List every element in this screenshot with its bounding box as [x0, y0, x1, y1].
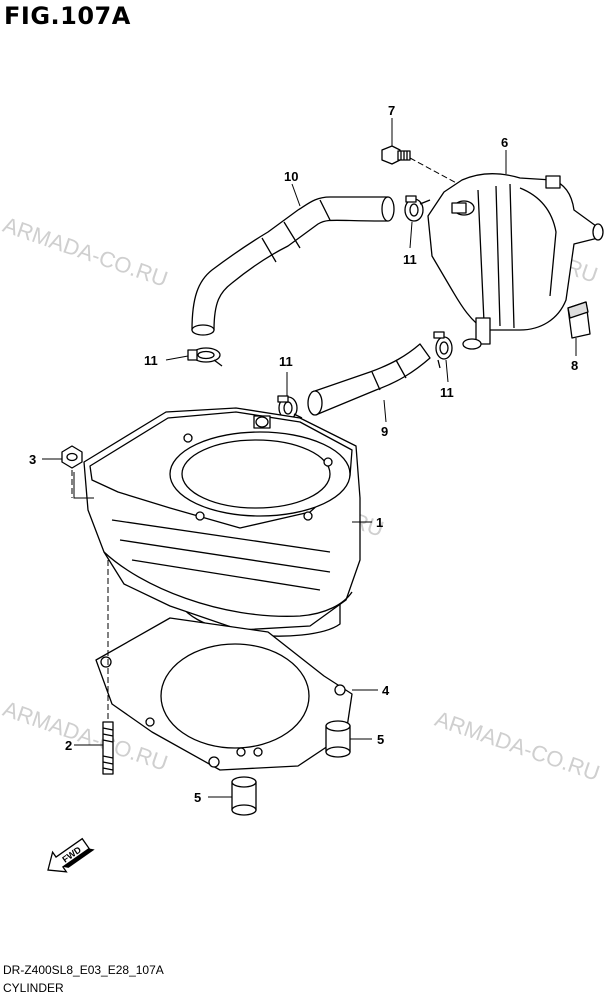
clamp-11-upper	[404, 195, 431, 222]
callouts: 1 2 3 4 5 5 6 7 8 9 10 11 11 11 11	[29, 103, 578, 805]
stud-bolt-2	[102, 721, 114, 775]
hose-9	[307, 343, 431, 416]
callout-11-left: 11	[144, 353, 158, 368]
callout-6: 6	[501, 135, 508, 150]
reservoir-tank-6	[427, 173, 604, 350]
callout-3: 3	[29, 452, 36, 467]
hose-10	[191, 196, 395, 336]
callout-8: 8	[571, 358, 578, 373]
callout-1: 1	[376, 515, 383, 530]
bolt-7	[381, 145, 411, 165]
callout-5-upper: 5	[377, 732, 384, 747]
cylinder-1	[83, 407, 361, 637]
gasket-4	[95, 617, 353, 771]
clamp-11-mid	[277, 395, 303, 420]
fwd-arrow-icon: FWD	[47, 837, 95, 873]
callout-11-right: 11	[440, 385, 454, 400]
callout-2: 2	[65, 738, 72, 753]
clamp-11-left	[187, 347, 223, 367]
callout-11-upper: 11	[403, 252, 417, 267]
figure-code: DR-Z400SL8_E03_E28_107A	[3, 963, 164, 977]
figure-title: FIG.107A	[4, 2, 131, 30]
pad-8	[567, 301, 591, 339]
callout-9: 9	[381, 424, 388, 439]
leader-lines	[42, 118, 577, 798]
callout-7: 7	[388, 103, 395, 118]
dowel-pin-5-lower	[231, 776, 257, 816]
dowel-pin-5-upper	[325, 720, 351, 758]
callout-4: 4	[382, 683, 390, 698]
figure-caption: CYLINDER	[3, 981, 64, 995]
clamp-11-right	[433, 331, 453, 369]
callout-10: 10	[284, 169, 298, 184]
callout-5-lower: 5	[194, 790, 201, 805]
callout-11-mid: 11	[279, 354, 293, 369]
nut-3	[61, 445, 83, 469]
